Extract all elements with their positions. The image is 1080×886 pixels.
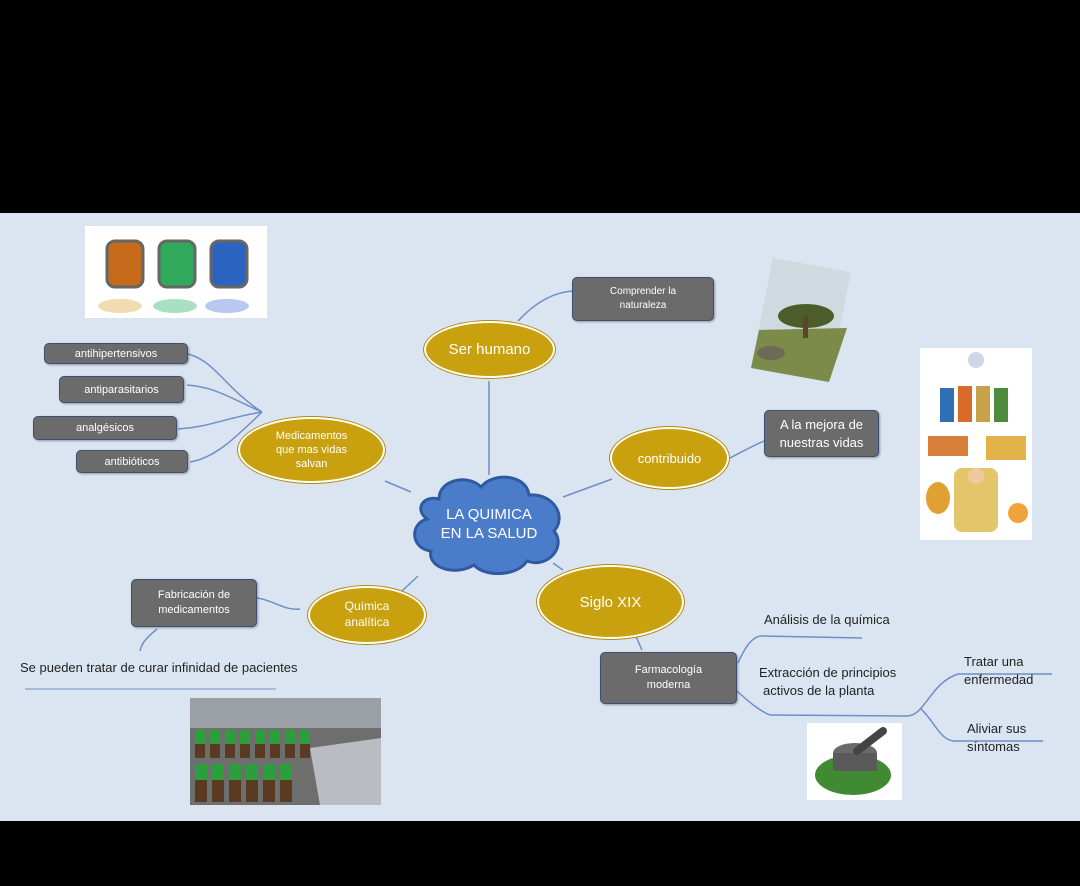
analisis-quimica-text: Análisis de la química [764,612,890,627]
farmacologia-moderna-box: Farmacología moderna [600,652,737,704]
medicamentos-node: Medicamentos que mas vidas salvan [238,417,385,483]
ser-humano-node: Ser humano [424,321,555,378]
mortar-herbs-image [807,723,902,800]
people-illustration [920,348,1032,540]
pacientes-text: Se pueden tratar de curar infinidad de p… [20,660,298,675]
landscape-image [751,258,851,382]
antibioticos-box: antibióticos [76,450,188,473]
analgesicos-box: analgésicos [33,416,177,440]
central-topic-cloud: LA QUIMICA EN LA SALUD [409,469,566,577]
connector-lines [25,290,1052,742]
mind-map-canvas: LA QUIMICA EN LA SALUD Ser humano Medica… [0,213,1080,821]
pill-bottles-image [85,226,267,318]
quimica-analitica-node: Química analítica [308,586,426,644]
factory-bottles-image [190,698,381,805]
aliviar-sintomas-text: Aliviar sus síntomas [967,721,1027,754]
tratar-enfermedad-text: Tratar una enfermedad [964,654,1034,687]
mejora-vidas-box: A la mejora de nuestras vidas [764,410,879,457]
antiparasitarios-box: antiparasitarios [59,376,184,403]
central-topic-label: LA QUIMICA EN LA SALUD [440,506,538,542]
siglo-xix-node: Siglo XIX [537,565,684,639]
comprender-naturaleza-box: Comprender la naturaleza [572,277,714,321]
contribuido-node: contribuido [610,427,729,489]
fabricacion-medicamentos-box: Fabricación de medicamentos [131,579,257,627]
antihipertensivos-box: antihipertensivos [44,343,188,364]
extraccion-principios-text: Extracción de principios activos de la p… [759,665,897,698]
